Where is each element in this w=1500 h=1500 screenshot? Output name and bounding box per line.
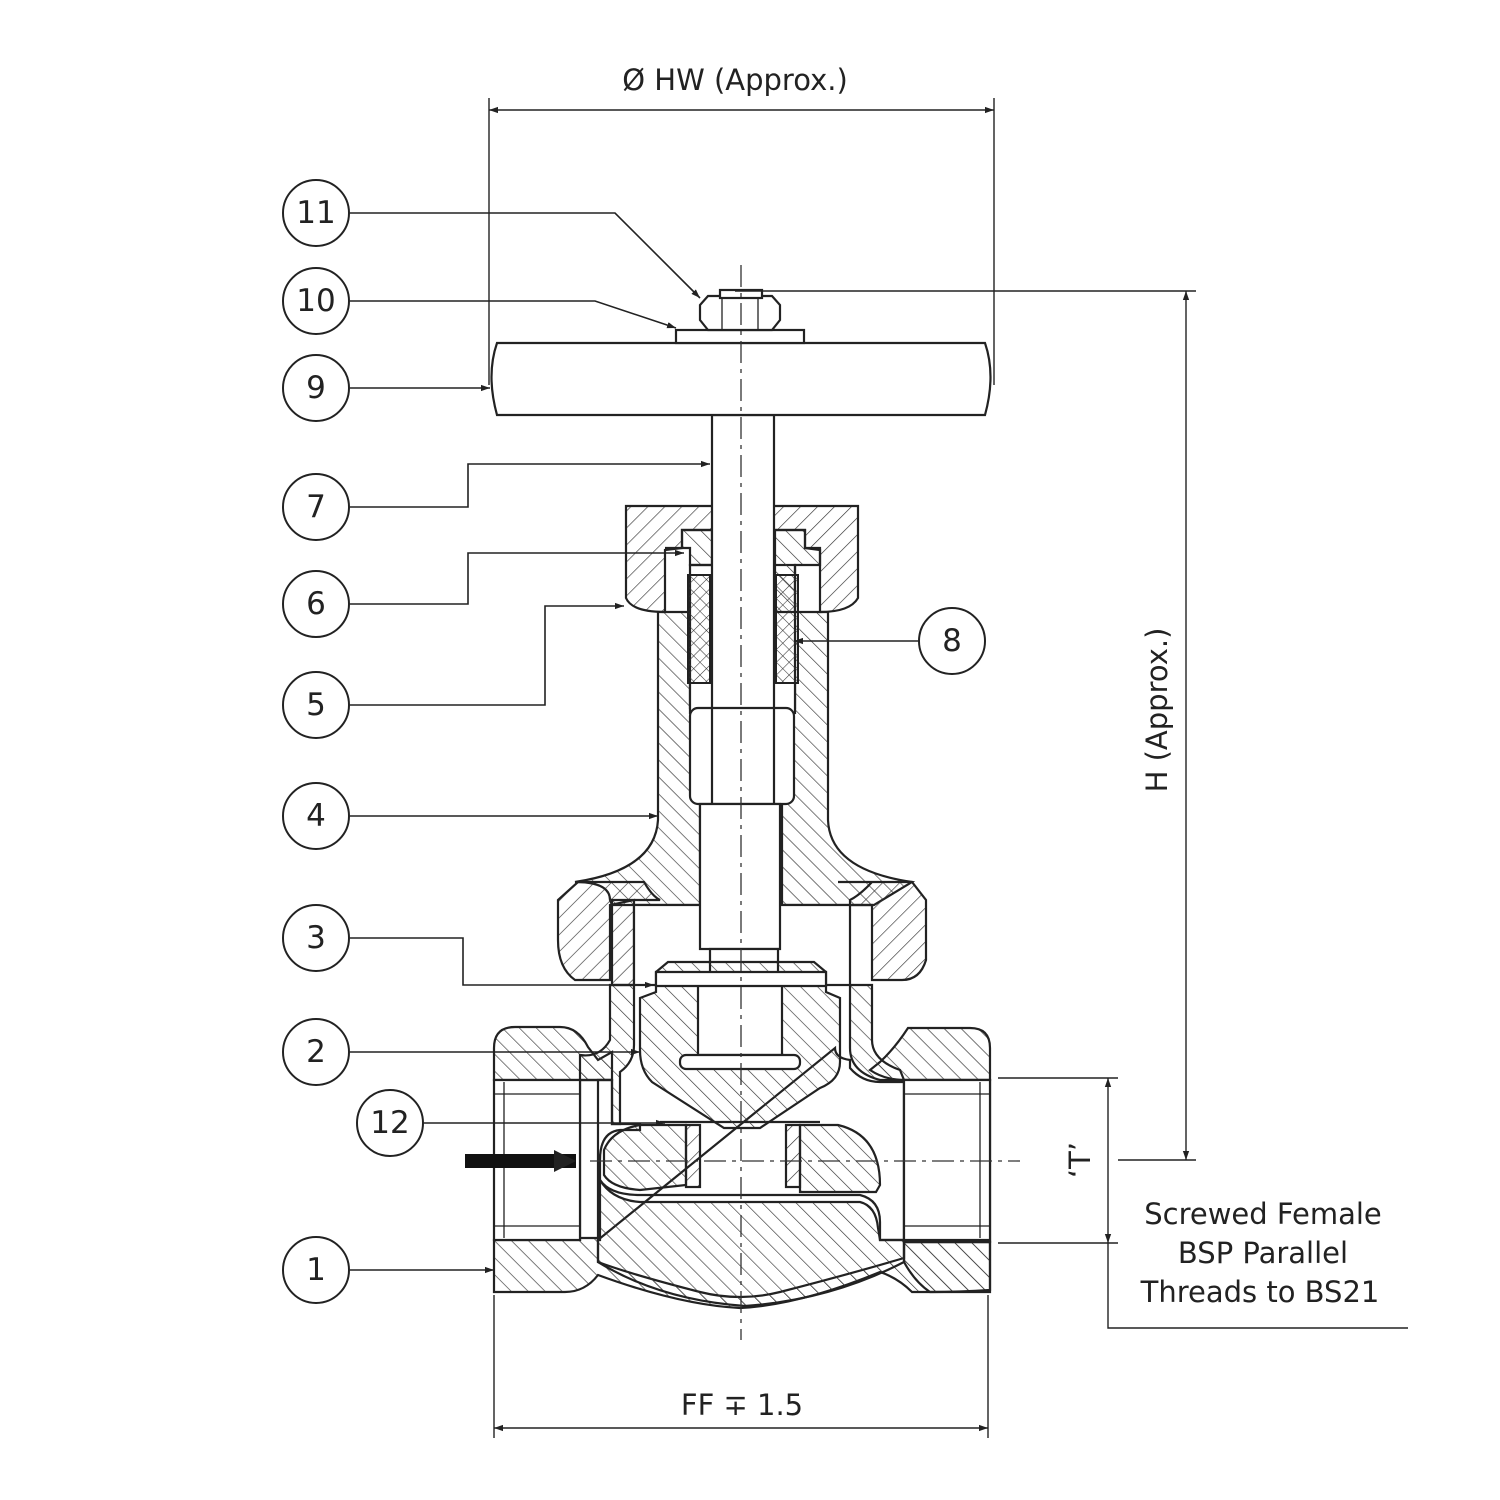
valve-body bbox=[492, 983, 992, 1310]
thread-note: Screwed Female BSP Parallel Threads to B… bbox=[1140, 1197, 1382, 1309]
thread-note-line3: Threads to BS21 bbox=[1140, 1275, 1380, 1309]
dimension-ff-label: FF ∓ 1.5 bbox=[681, 1388, 803, 1422]
svg-text:8: 8 bbox=[942, 623, 962, 659]
disc-assembly bbox=[638, 960, 842, 1130]
balloon-3: 3 bbox=[282, 904, 350, 972]
svg-text:7: 7 bbox=[306, 489, 326, 525]
balloon-4: 4 bbox=[282, 782, 350, 850]
dimension-thread: ‘T’ bbox=[998, 1077, 1408, 1329]
svg-text:3: 3 bbox=[306, 920, 326, 956]
dimension-ff: FF ∓ 1.5 bbox=[493, 1295, 989, 1438]
svg-text:4: 4 bbox=[306, 798, 326, 834]
handwheel-nut bbox=[674, 288, 806, 345]
packing bbox=[687, 574, 799, 684]
balloon-9: 9 bbox=[282, 354, 350, 422]
dimension-hw-label: Ø HW (Approx.) bbox=[622, 63, 848, 97]
thread-note-line2: BSP Parallel bbox=[1178, 1236, 1348, 1270]
svg-text:2: 2 bbox=[306, 1034, 326, 1070]
svg-text:5: 5 bbox=[306, 687, 326, 723]
balloon-5: 5 bbox=[282, 671, 350, 739]
svg-text:11: 11 bbox=[296, 195, 335, 231]
svg-text:9: 9 bbox=[306, 370, 326, 406]
dimension-thread-label: ‘T’ bbox=[1063, 1142, 1097, 1178]
svg-text:12: 12 bbox=[370, 1105, 409, 1141]
balloon-2: 2 bbox=[282, 1018, 350, 1086]
balloon-8: 8 bbox=[918, 607, 986, 675]
balloon-12: 12 bbox=[356, 1089, 424, 1157]
balloon-1: 1 bbox=[282, 1236, 350, 1304]
balloon-11: 11 bbox=[282, 179, 350, 247]
svg-text:6: 6 bbox=[306, 586, 326, 622]
stem bbox=[688, 413, 796, 987]
balloon-6: 6 bbox=[282, 570, 350, 638]
balloon-10: 10 bbox=[282, 267, 350, 335]
dimension-h-label: H (Approx.) bbox=[1140, 628, 1174, 793]
thread-note-line1: Screwed Female bbox=[1144, 1197, 1382, 1231]
balloon-7: 7 bbox=[282, 473, 350, 541]
dimension-h: H (Approx.) bbox=[735, 290, 1196, 1161]
svg-text:1: 1 bbox=[306, 1252, 326, 1288]
svg-text:10: 10 bbox=[296, 283, 335, 319]
dimension-hw: Ø HW (Approx.) bbox=[488, 63, 995, 385]
leader-lines bbox=[350, 212, 918, 1274]
